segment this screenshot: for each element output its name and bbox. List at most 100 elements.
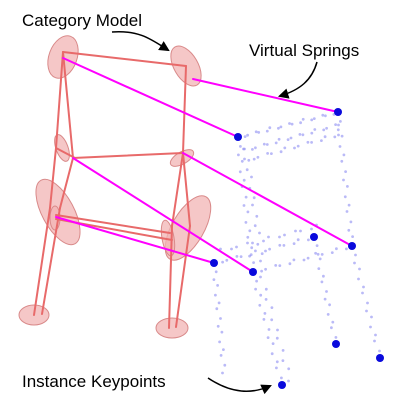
instance-point: [374, 333, 377, 337]
instance-point: [240, 159, 244, 163]
instance-point: [256, 155, 260, 159]
instance-point: [298, 133, 302, 136]
virtual-springs: [55, 57, 353, 273]
instance-point: [325, 126, 328, 130]
instance-point: [340, 134, 344, 138]
instance-point: [251, 241, 254, 245]
instance-point: [346, 185, 349, 188]
keypoint: [332, 340, 340, 348]
instance-point: [335, 247, 338, 251]
instance-point: [266, 152, 269, 155]
instance-point: [243, 157, 246, 161]
instance-point: [276, 328, 279, 332]
instance-point: [244, 195, 248, 199]
instance-point: [321, 113, 325, 117]
instance-point: [265, 129, 269, 133]
spring-2: [192, 78, 339, 113]
keypoint: [278, 381, 286, 389]
instance-point: [219, 354, 223, 357]
instance-point: [266, 336, 270, 339]
instance-point: [322, 274, 325, 278]
instance-point: [288, 262, 292, 266]
instance-point: [333, 135, 337, 139]
instance-point: [235, 245, 238, 249]
instance-point: [306, 256, 310, 260]
instance-point: [282, 244, 286, 247]
instance-point: [258, 231, 261, 235]
instance-point: [277, 137, 281, 141]
instance-point: [281, 359, 285, 362]
instance-point: [320, 253, 324, 256]
instance-point: [322, 128, 326, 132]
instance-point: [287, 379, 290, 383]
keypoint: [348, 242, 356, 250]
instance-point: [254, 146, 257, 150]
instance-point: [339, 120, 342, 123]
instance-point: [216, 324, 220, 328]
instance-point: [369, 325, 372, 329]
instance-point: [271, 342, 275, 345]
instance-point: [252, 261, 256, 264]
instance-point: [246, 133, 250, 137]
instance-point: [345, 210, 349, 213]
instance-point: [288, 122, 291, 125]
instance-point: [330, 251, 334, 255]
instance-point: [242, 178, 246, 182]
instance-point: [268, 126, 272, 130]
instance-point: [243, 135, 247, 139]
instance-point: [287, 367, 291, 371]
instance-point: [262, 318, 266, 321]
instance-point: [249, 253, 253, 257]
instance-point: [342, 153, 346, 157]
instance-point: [307, 238, 310, 242]
instance-point: [235, 255, 239, 258]
instance-point: [247, 158, 251, 162]
keypoint: [376, 354, 384, 362]
spring-1: [62, 57, 239, 138]
instance-point: [216, 284, 220, 287]
instance-point: [243, 147, 246, 151]
instance-point: [246, 210, 250, 214]
curved-arrow-icon: [111, 31, 170, 52]
instance-point: [290, 122, 294, 126]
instance-point: [244, 221, 248, 224]
instance-point: [279, 150, 283, 154]
instance-point: [259, 259, 262, 263]
instance-point: [358, 267, 361, 271]
curved-arrow-icon: [277, 61, 318, 99]
spring-4: [182, 152, 353, 247]
instance-point: [217, 301, 221, 305]
instance-point: [278, 243, 282, 247]
instance-point: [220, 330, 224, 334]
keypoint: [249, 268, 257, 276]
instance-point: [264, 298, 268, 301]
instance-point: [270, 152, 273, 156]
instance-point: [250, 175, 253, 179]
instance-point: [301, 133, 305, 137]
instance-point: [219, 247, 222, 251]
instance-point: [281, 349, 285, 352]
instance-point: [342, 178, 345, 182]
instance-point: [259, 293, 263, 297]
instance-point: [264, 249, 267, 253]
instance-point: [362, 285, 365, 289]
instance-point: [325, 290, 328, 293]
instance-point: [337, 123, 340, 127]
instance-point: [334, 123, 337, 126]
instance-point: [316, 252, 320, 256]
instance-point: [351, 235, 354, 239]
instance-point: [262, 239, 265, 243]
instance-point: [279, 125, 283, 129]
instance-point: [264, 267, 267, 271]
instance-point: [314, 251, 317, 255]
curved-arrow-icon: [207, 377, 272, 395]
instance-point: [278, 235, 281, 239]
instance-point: [378, 349, 381, 353]
instance-point: [274, 264, 278, 267]
instance-point: [246, 241, 249, 245]
instance-point: [323, 297, 327, 301]
instance-point: [320, 139, 323, 143]
instance-point: [255, 279, 258, 283]
instance-point: [289, 136, 293, 140]
keypoint: [310, 233, 318, 241]
